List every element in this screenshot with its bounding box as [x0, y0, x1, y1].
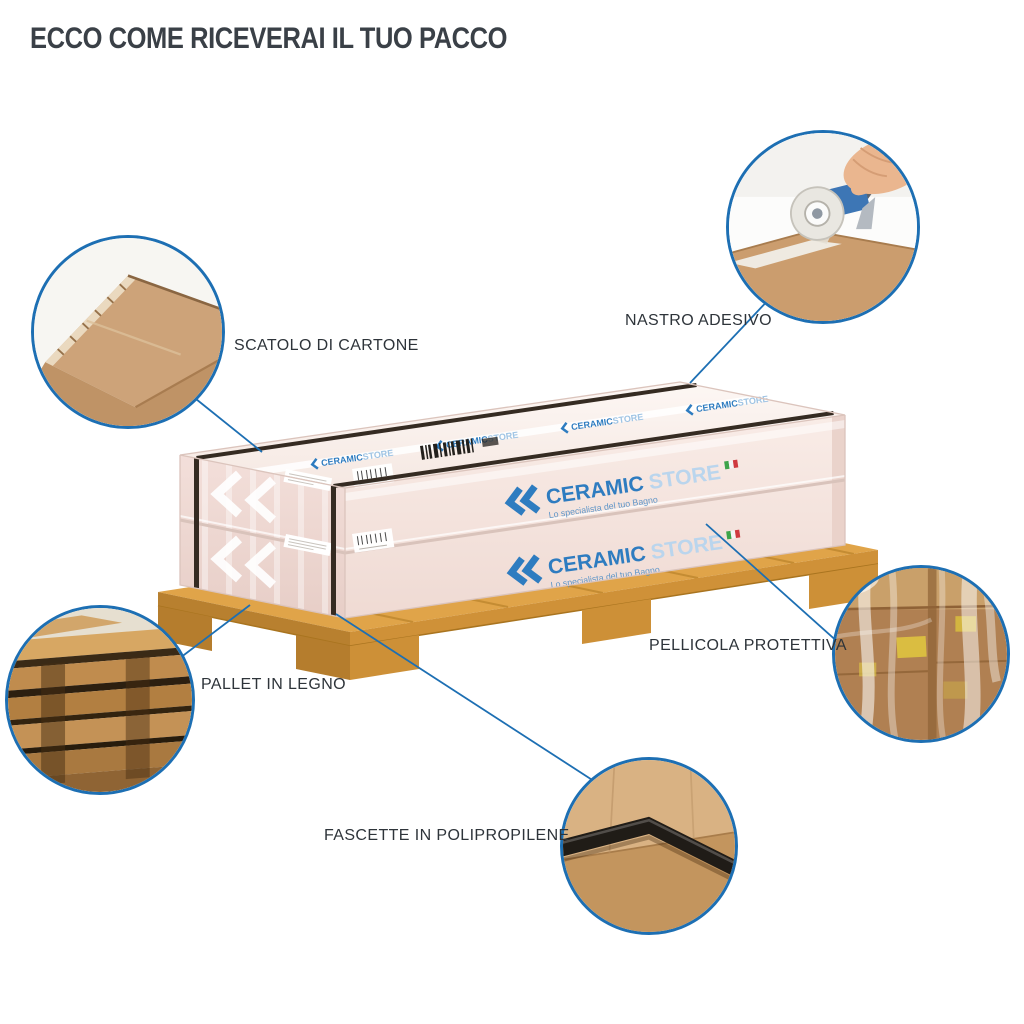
connector-film	[705, 523, 841, 645]
label-straps: FASCETTE IN POLIPROPILENE	[324, 827, 570, 844]
callout-cardboard-photo	[31, 235, 225, 429]
chevron-icon	[506, 556, 528, 586]
strap-corner-icon	[563, 760, 735, 932]
callout-pallet-photo	[5, 605, 195, 795]
wooden-pallet-icon	[8, 608, 192, 792]
box-edges	[179, 381, 846, 619]
chevron-icon	[560, 422, 569, 434]
chevron-icon	[685, 404, 694, 416]
end-face-chevrons-icon	[210, 470, 277, 589]
page-title: ECCO COME RICEVERAI IL TUO PACCO	[30, 22, 508, 55]
tape-dispenser	[790, 148, 897, 241]
callout-tape-photo	[726, 130, 920, 324]
italian-flag-icon	[726, 530, 732, 540]
chevron-icon	[519, 484, 541, 514]
chevron-icon	[504, 486, 526, 516]
strap-lines	[194, 383, 834, 616]
italian-flag-icon	[724, 460, 730, 470]
callout-straps-photo	[560, 757, 738, 935]
connector-lines	[171, 294, 841, 786]
label-pallet: PALLET IN LEGNO	[201, 676, 347, 693]
label-tape: NASTRO ADESIVO	[625, 312, 772, 329]
connector-pallet	[171, 604, 251, 665]
barcode	[420, 436, 499, 460]
chevron-icon	[521, 554, 543, 584]
callout-film-photo	[832, 565, 1010, 743]
connector-straps	[335, 613, 601, 786]
package-box: CERAMICSTORE CERAMICSTORE CERAMICSTORE C…	[179, 381, 846, 619]
connector-tape	[689, 294, 774, 384]
label-film: PELLICOLA PROTETTIVA	[649, 637, 847, 654]
tape-gun-icon	[729, 133, 917, 321]
connector-cardboard	[195, 398, 263, 453]
shrink-wrap-icon	[835, 568, 1007, 740]
cardboard-corner-icon	[34, 238, 222, 426]
top-tape-strip	[251, 396, 773, 473]
label-cardboard: SCATOLO DI CARTONE	[234, 337, 419, 354]
chevron-icon	[310, 458, 319, 470]
